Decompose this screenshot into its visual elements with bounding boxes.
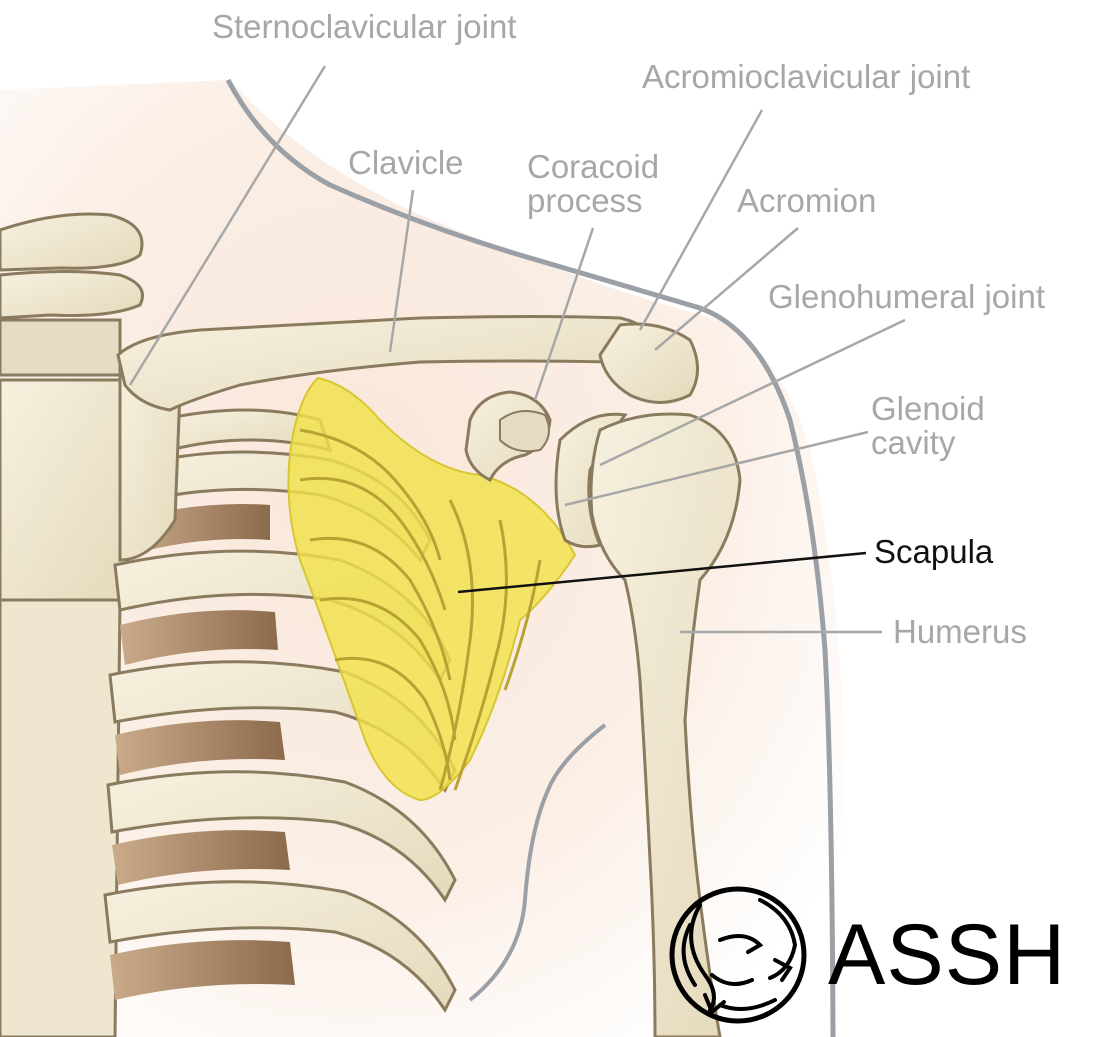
label-acromioclavicular-joint: Acromioclavicular joint	[642, 60, 970, 94]
label-scapula: Scapula	[874, 535, 993, 569]
assh-wordmark: ASSH	[828, 912, 1066, 998]
label-clavicle: Clavicle	[348, 146, 464, 180]
label-sternoclavicular-joint: Sternoclavicular joint	[212, 10, 516, 44]
label-humerus: Humerus	[893, 615, 1027, 649]
label-glenohumeral-joint: Glenohumeral joint	[768, 280, 1045, 314]
label-acromion: Acromion	[737, 184, 876, 218]
label-glenoid-cavity: Glenoid cavity	[871, 392, 985, 460]
coracoid-tip	[500, 411, 549, 451]
leader-acromioclavicular	[640, 110, 762, 330]
label-coracoid-process: Coracoid process	[527, 150, 659, 218]
